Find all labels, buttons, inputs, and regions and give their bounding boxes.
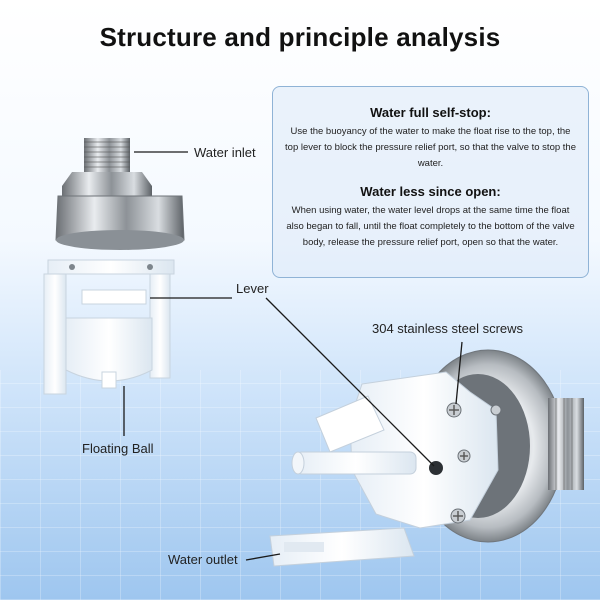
valve-tilted (269, 349, 584, 567)
info-heading-open: Water less since open: (360, 184, 501, 199)
leader-lines (123, 151, 463, 561)
info-panel: Water full self-stop: Use the buoyancy o… (272, 86, 589, 278)
info-heading-full-stop: Water full self-stop: (370, 105, 491, 120)
info-text-full-stop: Use the buoyancy of the water to make th… (285, 126, 576, 169)
valve-upright (43, 138, 185, 395)
leader-water-outlet (245, 553, 281, 561)
page-title: Structure and principle analysis (99, 22, 501, 52)
leader-lever-pivot (265, 297, 435, 467)
leader-screws (455, 341, 463, 405)
label-water-inlet: Water inlet (194, 145, 256, 160)
label-lever: Lever (236, 281, 269, 296)
info-text-open: When using water, the water level drops … (286, 205, 575, 248)
label-water-outlet: Water outlet (168, 552, 238, 567)
label-screws: 304 stainless steel screws (372, 321, 524, 336)
label-floating-ball: Floating Ball (82, 441, 154, 456)
